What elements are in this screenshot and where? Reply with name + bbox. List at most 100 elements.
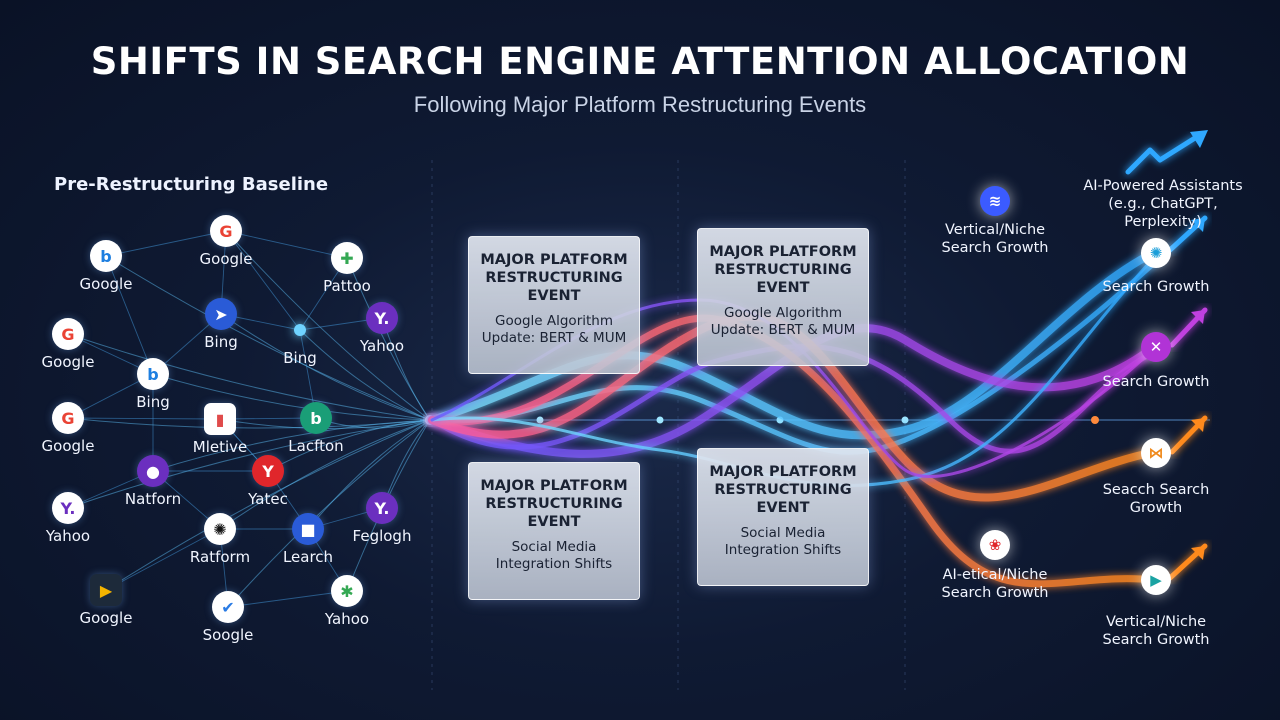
convergence-line <box>105 419 431 591</box>
event-box: MAJOR PLATFORM RESTRUCTURING EVENT Socia… <box>468 462 640 600</box>
yahoo-logo-icon: Y. <box>52 492 84 524</box>
event-title: MAJOR PLATFORM RESTRUCTURING EVENT <box>709 464 857 516</box>
event-description: Social Media Integration Shifts <box>724 525 842 558</box>
node-label: Bing <box>204 333 238 351</box>
page-title: SHIFTS IN SEARCH ENGINE ATTENTION ALLOCA… <box>90 40 1190 83</box>
outcome-label: Search Growth <box>1102 374 1210 390</box>
colorful-pinwheel-icon: ✚ <box>331 242 363 274</box>
attention-stream <box>429 255 1163 455</box>
outcome-label: Search Growth <box>1102 279 1210 295</box>
timeline-dot <box>1091 416 1099 424</box>
convergence-line <box>67 333 431 421</box>
colorful-pinwheel-icon: ✱ <box>331 575 363 607</box>
outcome-label: Vertical/Niche Search Growth <box>941 222 1049 256</box>
node-label: Learch <box>282 548 334 566</box>
baseline-label: Pre-Restructuring Baseline <box>54 174 329 195</box>
node-label: Google <box>79 609 133 627</box>
event-description: Google Algorithm Update: BERT & MUM <box>481 313 627 346</box>
node-label: Feglogh <box>352 527 412 545</box>
outcome-label: AI-Powered Assistants (e.g., ChatGPT, Pe… <box>1083 178 1243 230</box>
event-box: MAJOR PLATFORM RESTRUCTURING EVENT Googl… <box>468 236 640 374</box>
convergence-line <box>152 419 431 472</box>
timeline-dot <box>656 416 664 424</box>
network-link <box>225 230 301 331</box>
node-label: Pattoo <box>323 277 371 295</box>
bing-logo-icon: b <box>137 358 169 390</box>
convergence-line <box>307 419 431 530</box>
arrow-head <box>1191 418 1205 432</box>
shield-check-icon: ✔ <box>212 591 244 623</box>
node-label: Yahoo <box>359 337 405 355</box>
event-title: MAJOR PLATFORM RESTRUCTURING EVENT <box>480 478 628 530</box>
convergence-line <box>299 329 431 421</box>
play-store-icon: ▶ <box>90 574 122 606</box>
convergence-line <box>225 230 431 421</box>
event-box: MAJOR PLATFORM RESTRUCTURING EVENT Googl… <box>697 228 869 366</box>
node-label: Natforn <box>124 490 182 508</box>
event-title: MAJOR PLATFORM RESTRUCTURING EVENT <box>480 252 628 304</box>
event-description: Social Media Integration Shifts <box>495 539 613 572</box>
y-logo-icon: Y <box>252 455 284 487</box>
google-logo-icon: G <box>52 402 84 434</box>
page-subtitle: Following Major Platform Restructuring E… <box>413 92 867 117</box>
convergence-line <box>227 419 431 608</box>
network-link <box>105 255 154 375</box>
node-label: Yatec <box>248 490 288 508</box>
node-label: Soogle <box>202 626 254 644</box>
node-label: Bing <box>136 393 170 411</box>
photos-pinwheel-icon: ❀ <box>980 530 1010 560</box>
bowtie-icon: ⋈ <box>1141 438 1171 468</box>
event-title: MAJOR PLATFORM RESTRUCTURING EVENT <box>709 244 857 296</box>
trend-arrow-icon <box>1125 135 1198 175</box>
x-circle-icon: ✕ <box>1141 332 1171 362</box>
node-label: Google <box>199 250 253 268</box>
node-label: Bing <box>283 349 317 367</box>
node-label: Yahoo <box>324 610 370 628</box>
yahoo-logo-icon: Y. <box>366 492 398 524</box>
tablet-icon: ▮ <box>204 403 236 435</box>
outcome-label: Vertical/Niche Search Growth <box>1102 614 1210 648</box>
play-circle-icon: ▶ <box>1141 565 1171 595</box>
event-description: Google Algorithm Update: BERT & MUM <box>710 305 856 338</box>
event-box: MAJOR PLATFORM RESTRUCTURING EVENT Socia… <box>697 448 869 586</box>
openai-logo-icon: ✺ <box>1141 238 1171 268</box>
network-link <box>227 590 348 608</box>
network-link <box>67 417 221 420</box>
send-arrow-icon: ➤ <box>205 298 237 330</box>
timeline-dot <box>901 416 909 424</box>
glowing-dot-icon <box>294 324 306 336</box>
location-pin-icon: ● <box>137 455 169 487</box>
arrow-head <box>1191 310 1205 324</box>
openai-logo-icon: ✺ <box>204 513 236 545</box>
outcome-label: AI-etical/Niche Search Growth <box>941 567 1049 601</box>
bing-logo-icon: b <box>300 402 332 434</box>
node-label: Lacfton <box>288 437 344 455</box>
bing-logo-icon: b <box>90 240 122 272</box>
convergence-line <box>105 255 431 421</box>
convergence-line <box>67 419 431 509</box>
node-label: Yahoo <box>45 527 91 545</box>
node-label: Mletive <box>192 438 248 456</box>
yahoo-logo-icon: Y. <box>366 302 398 334</box>
node-label: Google <box>79 275 133 293</box>
convergence-line <box>152 373 431 421</box>
network-link <box>105 528 221 591</box>
convergence-line <box>220 313 431 421</box>
arrow-head <box>1191 546 1205 560</box>
outcome-label: Seacch Search Growth <box>1102 482 1210 516</box>
layers-stack-icon: ≋ <box>980 186 1010 216</box>
node-label: Google <box>41 437 95 455</box>
attention-stream <box>428 314 1159 588</box>
convergence-line <box>267 419 431 472</box>
timeline-dot <box>536 416 544 424</box>
google-logo-icon: G <box>210 215 242 247</box>
network-link <box>105 230 227 257</box>
network-link <box>225 230 348 259</box>
node-label: Ratform <box>189 548 251 566</box>
google-logo-icon: G <box>52 318 84 350</box>
convergence-line <box>219 419 431 530</box>
arrow-head <box>1191 218 1205 232</box>
node-label: Google <box>41 353 95 371</box>
arrow-head <box>1190 130 1208 148</box>
